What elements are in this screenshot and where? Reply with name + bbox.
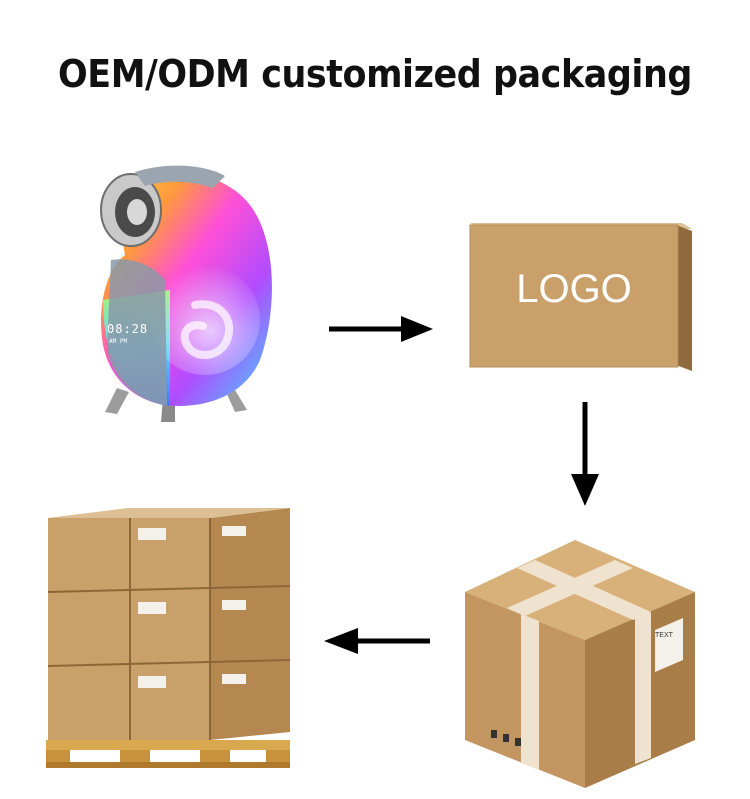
arrow-right-icon [325, 312, 435, 346]
clock-display: 08:28 [107, 322, 149, 336]
logo-text: LOGO [516, 267, 632, 311]
clock-am-pm: AM PM [109, 338, 128, 345]
pallet-of-boxes-image [40, 500, 295, 770]
shipping-label-text: TEXT [655, 632, 673, 639]
arrow-down-icon [565, 400, 605, 510]
page-title: OEM/ODM customized packaging [58, 52, 692, 96]
arrow-left-icon [320, 624, 435, 658]
shipping-box: TEXT [455, 530, 700, 790]
logo-packaging-box: LOGO [460, 215, 695, 375]
snail-speaker-image: 08:28 AM PM [95, 160, 285, 430]
